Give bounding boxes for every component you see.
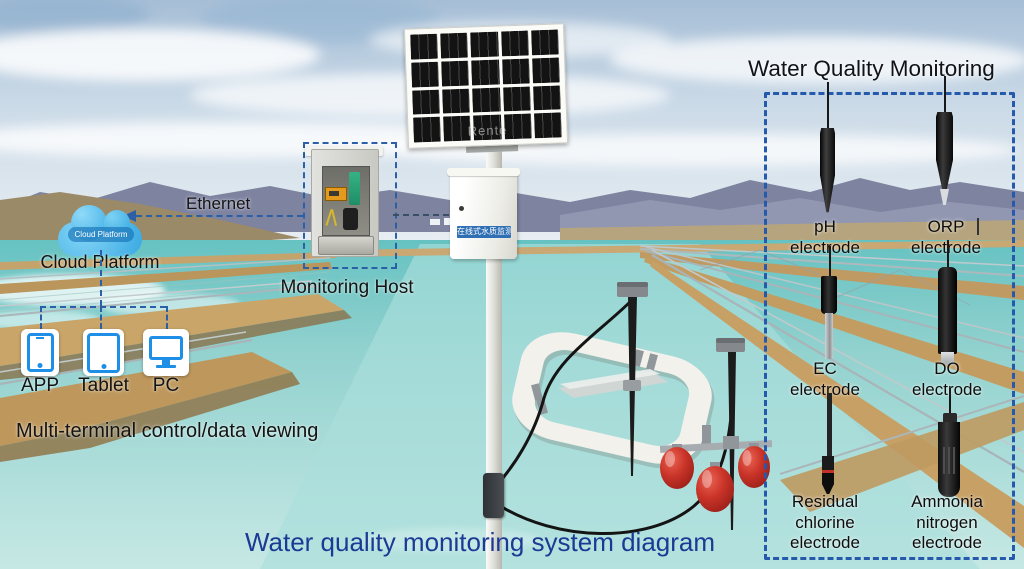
solar-cell [442, 88, 471, 114]
pc-card [143, 329, 189, 376]
do-electrode-cable [947, 240, 949, 269]
station-enclosure [447, 168, 520, 259]
ec-electrode-label: EC electrode [766, 358, 884, 400]
host-to-enclosure-link [393, 214, 449, 216]
host-green-unit [349, 172, 360, 205]
ph-electrode [820, 128, 835, 213]
cloud-connector-vertical [100, 250, 102, 306]
enclosure-vent-dot [459, 206, 464, 211]
solar-cell [411, 61, 440, 88]
enclosure-label: 在线式水质监测 [457, 226, 511, 238]
solar-cell [412, 89, 441, 115]
desktop-monitor-icon [149, 335, 183, 370]
residual-chlorine-label: Residual chlorine electrode [764, 492, 886, 554]
label-line: electrode [790, 533, 860, 552]
host-cabinet-interior [322, 166, 370, 236]
do-electrode-band [941, 352, 954, 365]
solar-cell [471, 59, 500, 85]
solar-cell [440, 32, 469, 59]
solar-panel: Rente [403, 23, 569, 149]
ethernet-line [136, 215, 303, 217]
pc-label: PC [152, 375, 180, 396]
label-line: electrode [912, 380, 982, 399]
solar-cell [501, 58, 530, 84]
label-line: EC [813, 359, 837, 378]
host-cable-coil [343, 208, 358, 230]
host-meter-screen [329, 191, 339, 196]
app-label: APP [21, 375, 60, 396]
electrodes-box [764, 92, 1015, 560]
label-line: electrode [911, 238, 981, 257]
tablet-card [83, 329, 124, 376]
label-line: nitrogen [916, 512, 978, 532]
solar-cell [470, 31, 499, 58]
solar-cell [472, 87, 501, 113]
monitor-base [156, 364, 176, 368]
label-line: electrode [912, 533, 982, 552]
ammonia-electrode-cable [949, 388, 951, 416]
background-cable-line [977, 218, 979, 235]
ammonia-nitrogen-label: Ammonia nitrogen electrode [884, 492, 1010, 554]
ethernet-label: Ethernet [186, 194, 251, 213]
host-battery [318, 236, 374, 255]
label-line: chlorine [795, 512, 855, 532]
solar-cell [410, 33, 439, 60]
solar-cell [532, 84, 561, 111]
monitor-stand [162, 359, 170, 365]
do-electrode-label: DO electrode [888, 358, 1006, 400]
orp-electrode-tip [940, 189, 949, 205]
app-card [21, 329, 59, 376]
label-line: electrode [790, 380, 860, 399]
label-line: pH [814, 217, 836, 236]
tablet-connector [100, 306, 102, 329]
host-meter [325, 187, 347, 201]
solar-cell [530, 29, 559, 56]
ph-electrode-cable [827, 82, 829, 130]
orp-electrode [936, 112, 953, 191]
monitoring-host-label: Monitoring Host [280, 277, 414, 298]
label-line: Ammonia [911, 492, 983, 511]
orp-electrode-label: ORP electrode [886, 216, 1006, 258]
devices-connector-horizontal [40, 306, 166, 308]
monitoring-host-box [303, 142, 397, 269]
ammonia-electrode-vents [943, 447, 955, 474]
ec-electrode-shaft [825, 313, 833, 359]
ph-electrode-label: pH electrode [766, 216, 884, 258]
diagram-title: Water quality monitoring system diagram [244, 527, 716, 557]
pole-junction-box [483, 473, 504, 518]
label-line: ORP [927, 217, 965, 236]
solar-cell [441, 60, 470, 87]
solar-cell [531, 57, 560, 83]
ammonia-electrode-cap [943, 413, 957, 423]
residual-chlorine-electrode-rod [827, 393, 832, 459]
label-line: Residual [791, 492, 859, 511]
app-connector [40, 306, 42, 329]
tablet-icon [87, 332, 120, 373]
ec-electrode-cable [829, 246, 831, 278]
multi-terminal-caption: Multi-terminal control/data viewing [16, 420, 319, 442]
host-cabinet [311, 149, 379, 257]
solar-cell [500, 30, 529, 57]
tablet-label: Tablet [78, 375, 129, 396]
orp-electrode-cable [944, 76, 946, 114]
monitor-screen [149, 335, 183, 360]
residual-chlorine-electrode [822, 456, 834, 494]
cloud-icon-text: Cloud Platform [68, 227, 134, 242]
smartphone-icon [26, 333, 54, 372]
pc-connector [166, 306, 168, 329]
ec-electrode-head [821, 276, 837, 314]
label-line: electrode [790, 238, 860, 257]
solar-cell [502, 85, 531, 112]
label-line: DO [934, 359, 960, 378]
do-electrode [938, 267, 957, 354]
right-panel-heading: Water Quality Monitoring [748, 56, 995, 81]
